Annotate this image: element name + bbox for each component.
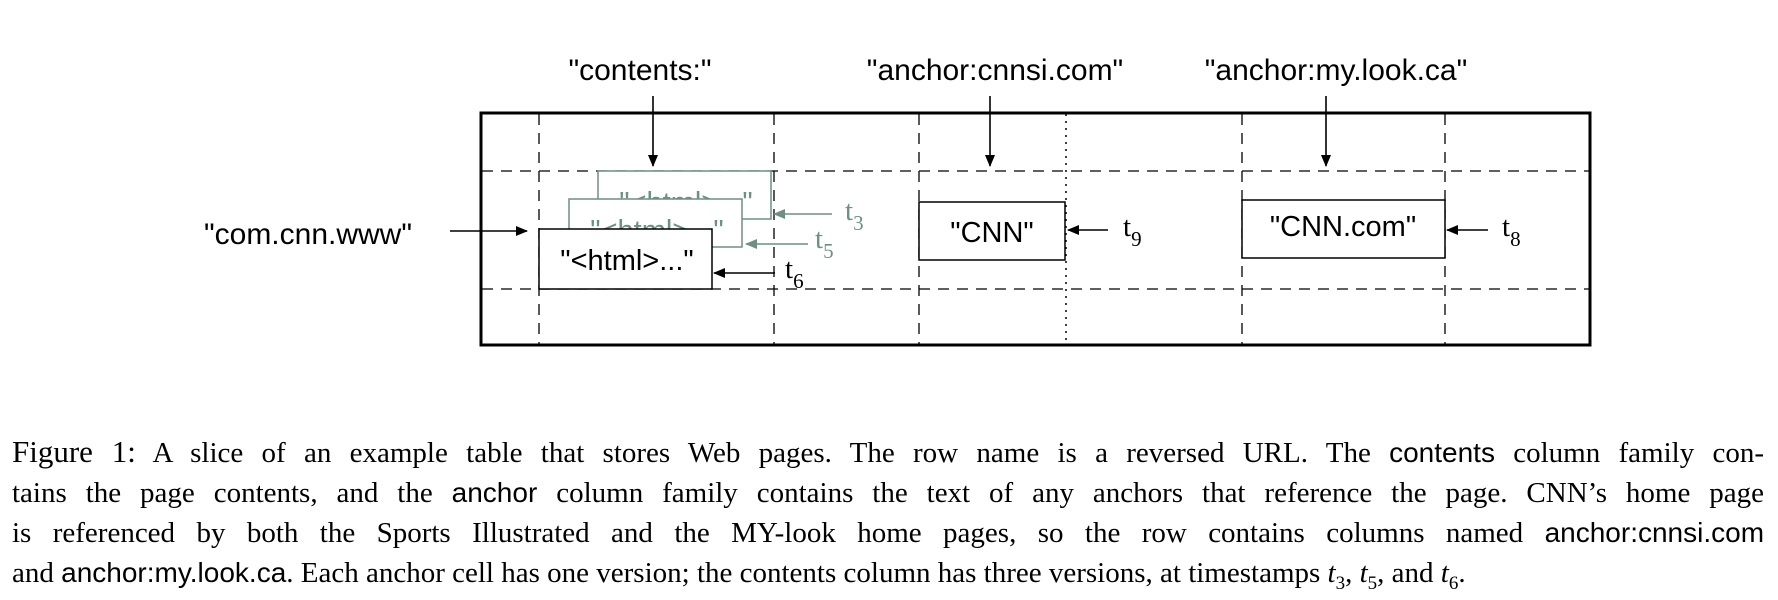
caption-text: A slice of an example table that stores …: [152, 437, 1371, 469]
caption-text: column family con-: [1513, 437, 1765, 469]
anchor-mylook-cell: "CNN.com" t8: [1241, 199, 1521, 259]
svg-text:"CNN": "CNN": [950, 217, 1033, 249]
svg-text:t3: t3: [845, 195, 864, 235]
caption-timestamp-t3: t3: [1327, 557, 1346, 594]
bigtable-diagram: "contents:" "anchor:cnnsi.com" "anchor:m…: [204, 54, 1592, 347]
figure-caption: Figure 1: A slice of an example table th…: [12, 432, 1764, 593]
caption-text: . Each anchor cell has one version; the …: [286, 557, 1321, 589]
caption-line-4: and anchor:my.look.ca. Each anchor cell …: [12, 557, 1466, 594]
caption-line-2: tains the page contents, and the anchor …: [12, 473, 1764, 513]
figure-label: Figure 1:: [12, 434, 136, 469]
caption-timestamp-t5: t5: [1359, 557, 1378, 594]
caption-line-1: Figure 1: A slice of an example table th…: [12, 432, 1764, 473]
caption-text: and: [12, 557, 54, 589]
svg-text:t5: t5: [815, 223, 834, 263]
caption-text: , and: [1377, 557, 1434, 589]
caption-text: .: [1458, 557, 1466, 589]
caption-text: column family contains the text of any a…: [556, 477, 1764, 509]
caption-term-anchor-mylook: anchor:my.look.ca: [61, 557, 287, 588]
svg-text:t6: t6: [785, 253, 804, 293]
column-label-anchor-cnnsi: "anchor:cnnsi.com": [867, 54, 1123, 87]
column-label-contents: "contents:": [568, 54, 711, 87]
caption-timestamp-t6: t6: [1440, 557, 1459, 594]
row-label: "com.cnn.www": [204, 218, 412, 251]
caption-text: is referenced by both the Sports Illustr…: [12, 517, 1524, 549]
caption-line-3: is referenced by both the Sports Illustr…: [12, 513, 1764, 553]
caption-term-anchor-cnnsi: anchor:cnnsi.com: [1544, 517, 1765, 548]
contents-version-t6: "<html>..." t6: [538, 228, 804, 293]
svg-text:"<html>...": "<html>...": [560, 245, 693, 277]
table-frame: [479, 111, 1592, 347]
svg-text:t9: t9: [1123, 211, 1142, 251]
svg-text:t8: t8: [1502, 211, 1521, 251]
svg-text:"CNN.com": "CNN.com": [1270, 211, 1416, 243]
anchor-cnnsi-cell: "CNN" t9: [918, 201, 1142, 261]
caption-text: tains the page contents, and the: [12, 477, 433, 509]
caption-term-anchor: anchor: [451, 477, 538, 508]
caption-term-contents: contents: [1389, 437, 1495, 468]
column-label-anchor-mylook: "anchor:my.look.ca": [1205, 54, 1468, 87]
